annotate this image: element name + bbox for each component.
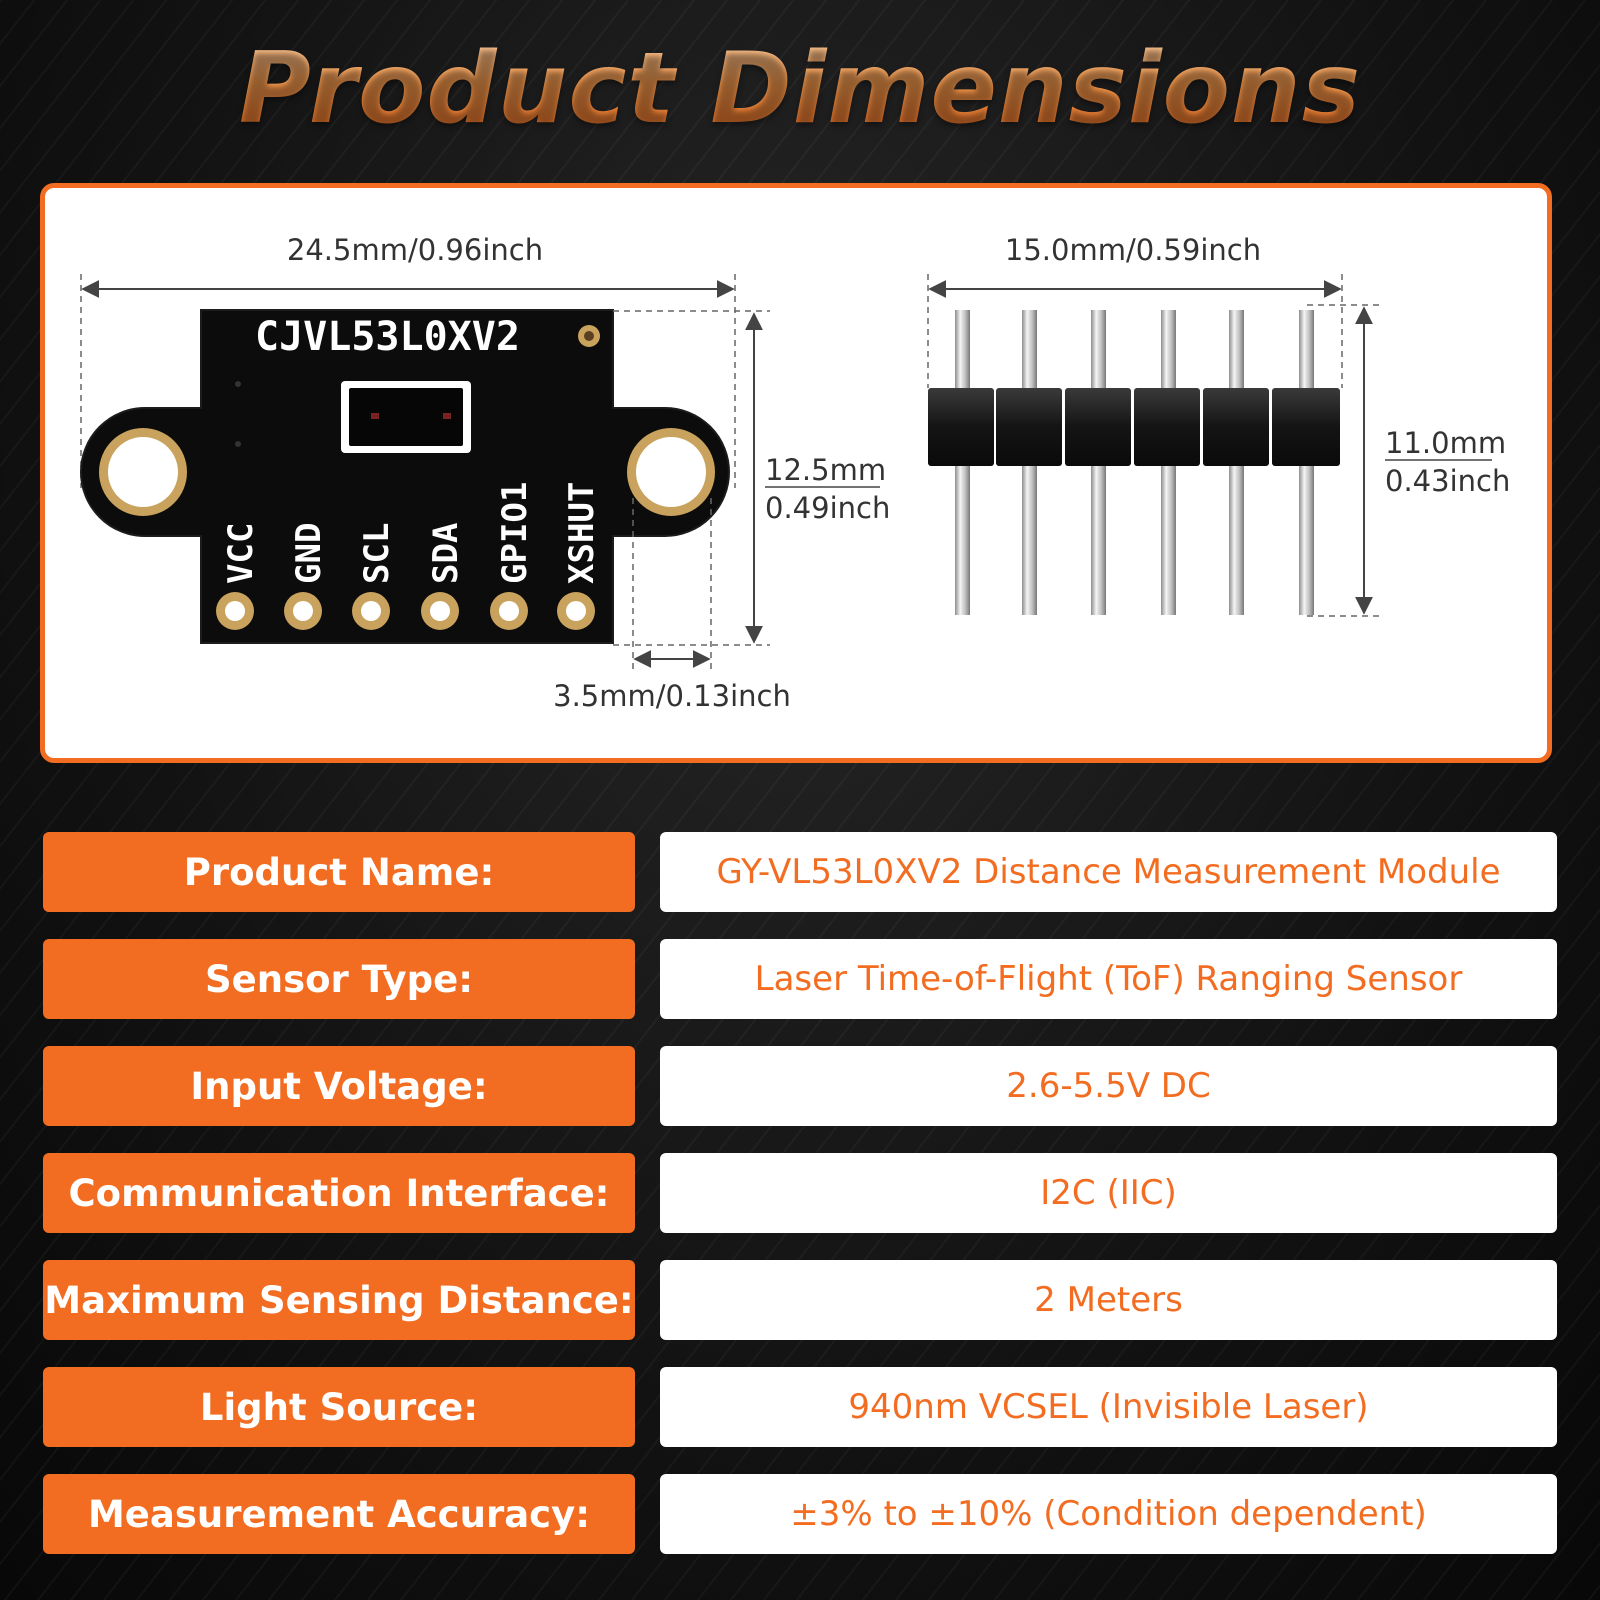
spec-value: 2.6-5.5V DC (660, 1046, 1557, 1126)
spec-row-measurement-accuracy: Measurement Accuracy: ±3% to ±10% (Condi… (43, 1474, 1557, 1554)
sensor-chip (349, 388, 463, 446)
spec-value: ±3% to ±10% (Condition dependent) (660, 1474, 1557, 1554)
pin-label-sda: SDA (426, 523, 466, 584)
spec-label: Product Name: (43, 832, 635, 912)
spec-row-light-source: Light Source: 940nm VCSEL (Invisible Las… (43, 1367, 1557, 1447)
spec-label: Light Source: (43, 1367, 635, 1447)
header-plastic-blocks (928, 388, 1340, 466)
board-width-label: 24.5mm/0.96inch (287, 233, 543, 267)
spec-value: 940nm VCSEL (Invisible Laser) (660, 1367, 1557, 1447)
spec-label: Maximum Sensing Distance: (43, 1260, 635, 1340)
pin-label-gnd: GND (289, 523, 329, 584)
board-height-in-label: 0.49inch (765, 491, 890, 525)
board-height-mm-label: 12.5mm (765, 453, 886, 487)
pin-header (928, 310, 1340, 615)
spec-row-maximum-sensing-distance: Maximum Sensing Distance: 2 Meters (43, 1260, 1557, 1340)
pin-label-gpio1: GPIO1 (495, 482, 535, 584)
pin-pads (216, 592, 595, 630)
pin-label-vcc: VCC (221, 523, 261, 584)
spec-row-product-name: Product Name: GY-VL53L0XV2 Distance Meas… (43, 832, 1557, 912)
header-height-in-label: 0.43inch (1385, 464, 1510, 498)
header-height-mm-label: 11.0mm (1385, 426, 1506, 460)
spec-label: Communication Interface: (43, 1153, 635, 1233)
spec-value: I2C (IIC) (660, 1153, 1557, 1233)
page-title: Product Dimensions (0, 32, 1600, 146)
spec-value: Laser Time-of-Flight (ToF) Ranging Senso… (660, 939, 1557, 1019)
spec-label: Input Voltage: (43, 1046, 635, 1126)
pcb-board: CJVL53L0XV2 VCC GND SCL SDA GPIO1 XSHUT (80, 309, 730, 644)
spec-row-sensor-type: Sensor Type: Laser Time-of-Flight (ToF) … (43, 939, 1557, 1019)
board-silkscreen: CJVL53L0XV2 (255, 314, 520, 360)
spec-label: Sensor Type: (43, 939, 635, 1019)
spec-value: 2 Meters (660, 1260, 1557, 1340)
spec-row-communication-interface: Communication Interface: I2C (IIC) (43, 1153, 1557, 1233)
pin-label-scl: SCL (357, 523, 397, 584)
spec-label: Measurement Accuracy: (43, 1474, 635, 1554)
spec-value: GY-VL53L0XV2 Distance Measurement Module (660, 832, 1557, 912)
tab-width-label: 3.5mm/0.13inch (553, 679, 791, 713)
pin-label-xshut: XSHUT (562, 482, 602, 584)
spec-row-input-voltage: Input Voltage: 2.6-5.5V DC (43, 1046, 1557, 1126)
dimensions-panel: 24.5mm/0.96inch CJVL53L0XV2 VCC GND SCL (40, 183, 1552, 763)
header-width-label: 15.0mm/0.59inch (1005, 233, 1261, 267)
dimension-diagram: 24.5mm/0.96inch CJVL53L0XV2 VCC GND SCL (80, 233, 1510, 713)
